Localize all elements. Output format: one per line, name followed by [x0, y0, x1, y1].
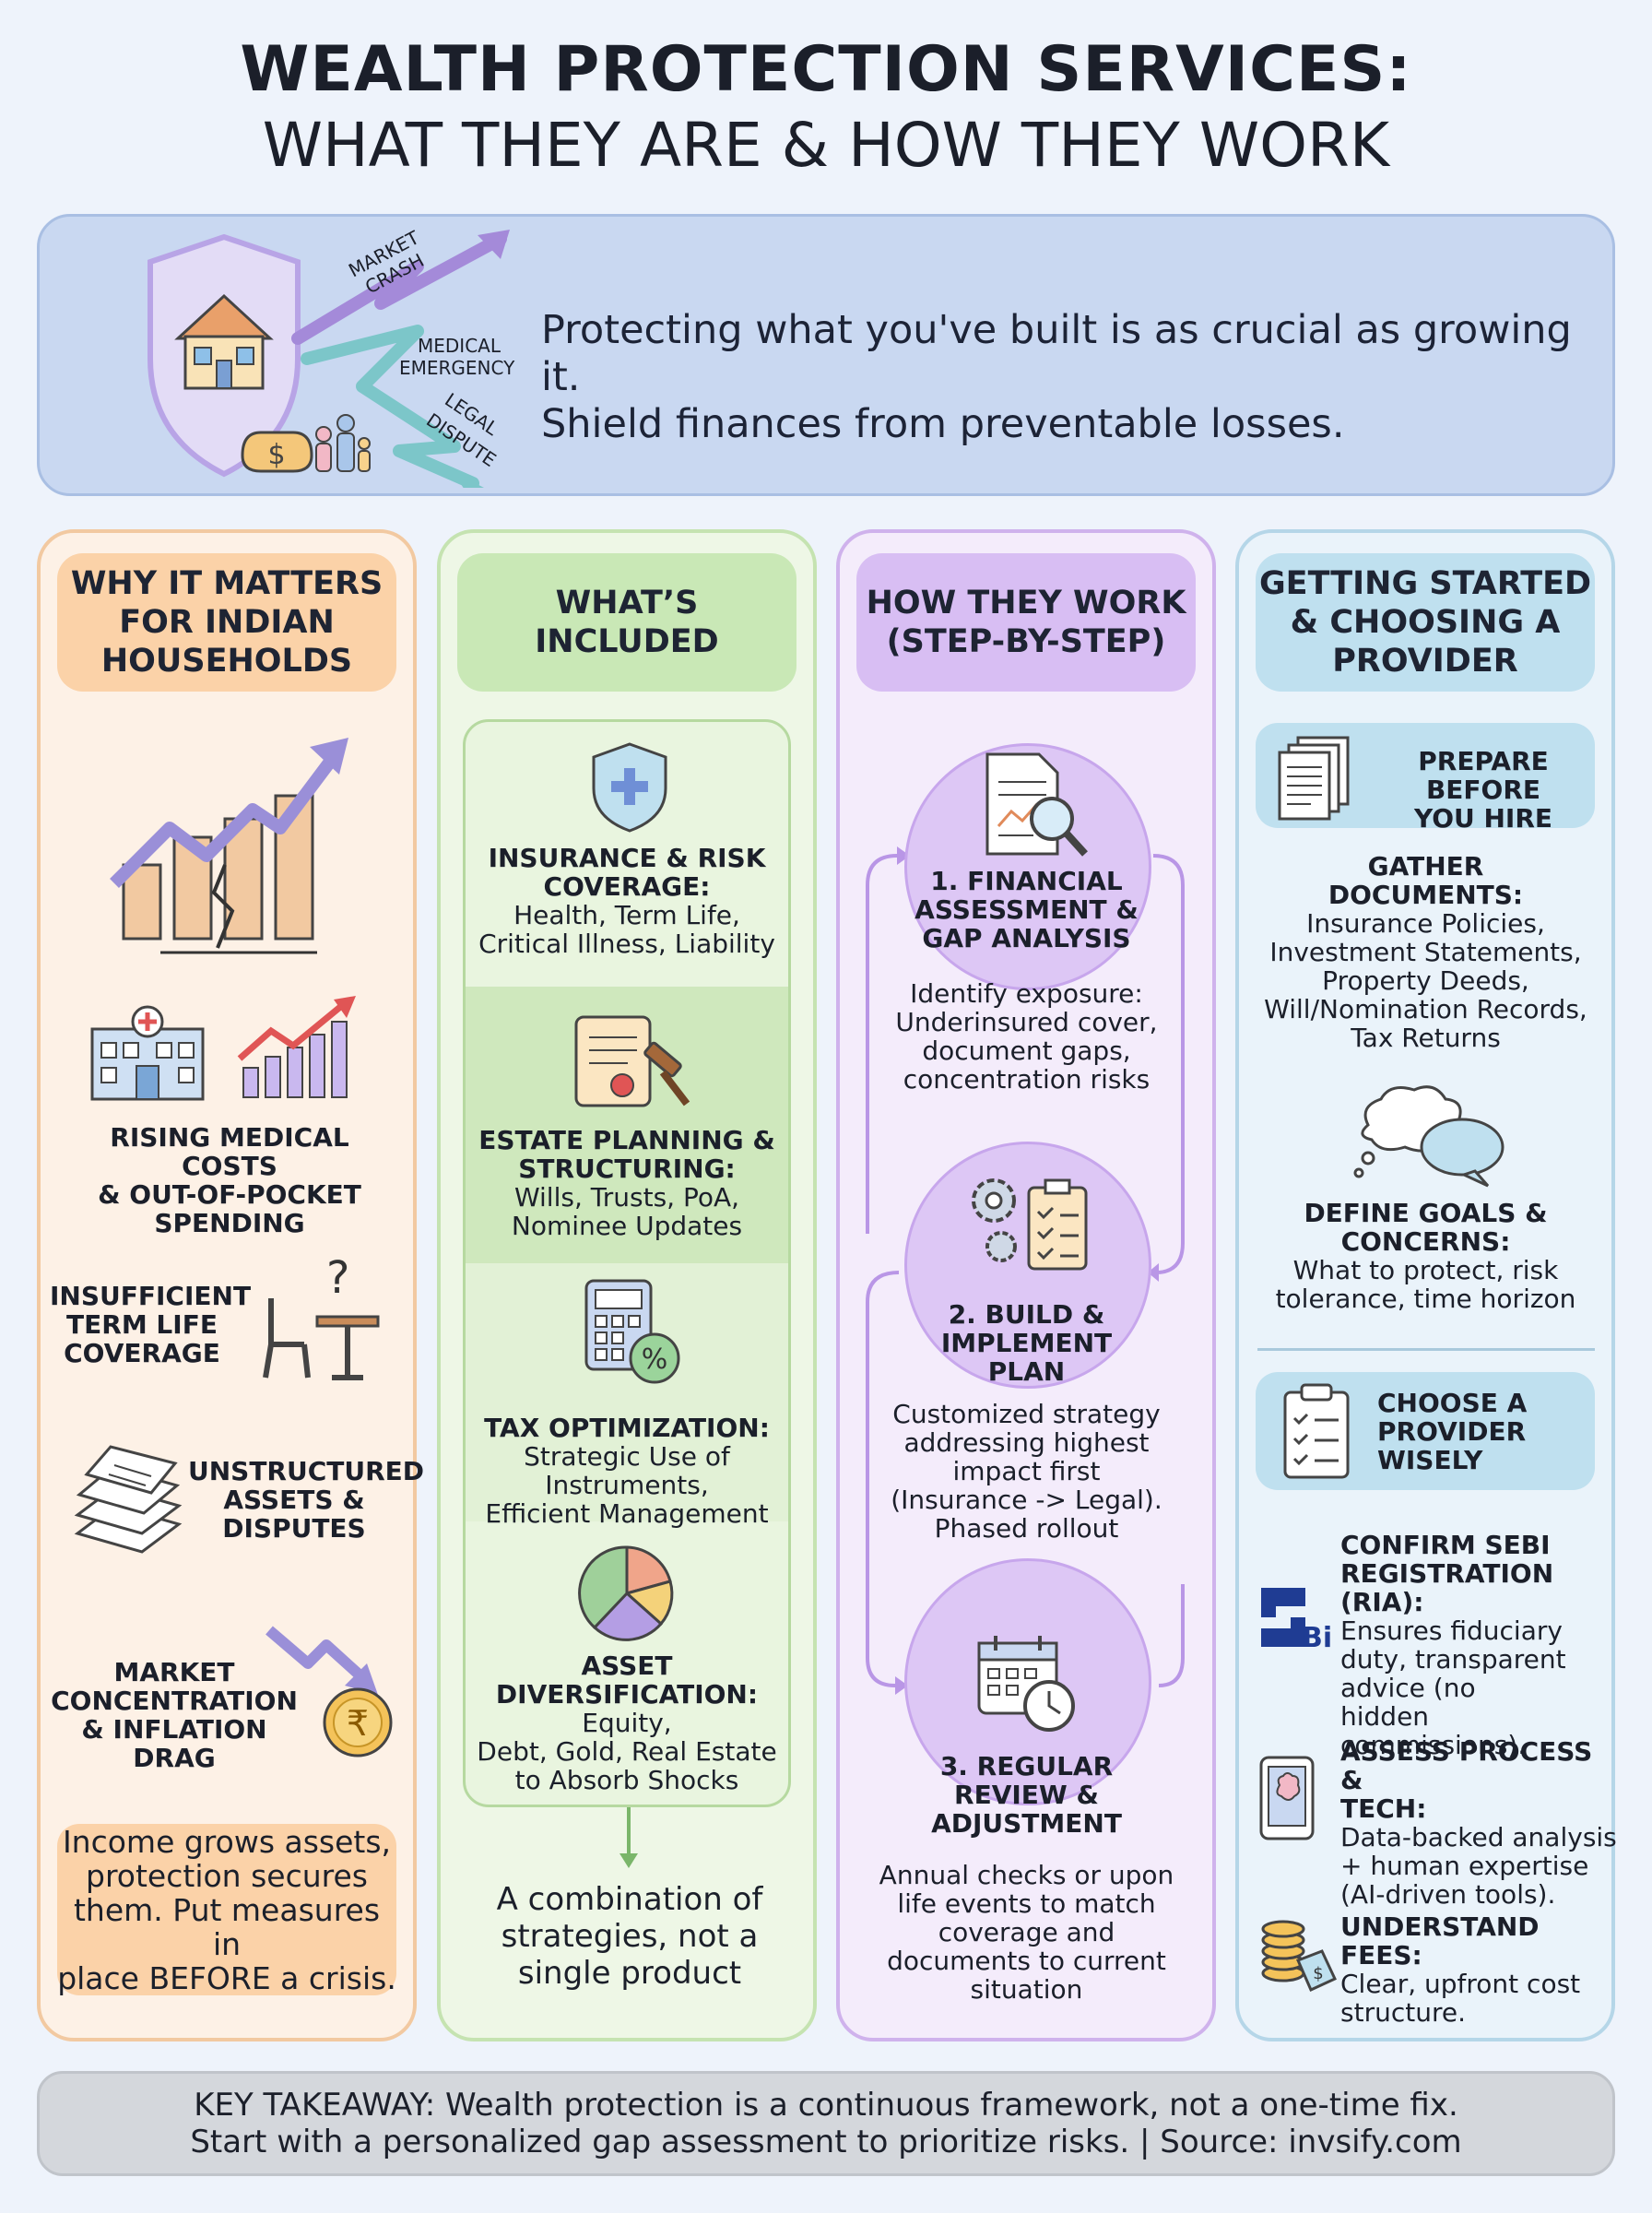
- callout-income-protection: Income grows assets, protection secures …: [57, 1823, 396, 1996]
- cracked-growth-chart-icon: [110, 738, 348, 954]
- hero-text-line-2: Shield finances from preventable losses.: [541, 401, 1345, 447]
- hero-text: Protecting what you've built is as cruci…: [541, 307, 1612, 448]
- column-whats-included: WHAT’S INCLUDED INSURANCE & RISK COVERAG…: [437, 529, 817, 2041]
- shield-house-risk-illustration: $ MARKET CRASH MEDICAL EMERGENCY LEGAL D…: [148, 230, 515, 488]
- gears-checklist-icon: [972, 1178, 1088, 1271]
- hospital-icon: [90, 1005, 205, 1101]
- label-asset-diversification: ASSET DIVERSIFICATION: Equity, Debt, Gol…: [477, 1651, 777, 1795]
- footer-line-2: Start with a personalized gap assessment…: [190, 2124, 1462, 2160]
- arrow-down-icon: [620, 1807, 638, 1868]
- hero-banner: $ MARKET CRASH MEDICAL EMERGENCY LEGAL D…: [37, 214, 1615, 496]
- arrow-down-icon: [453, 471, 484, 488]
- family-icon: [315, 426, 332, 443]
- document-magnifier-icon: [985, 752, 1088, 857]
- title-line-2: WHAT THEY ARE & HOW THEY WORK: [262, 110, 1390, 181]
- coins-price-tag-icon: $: [1261, 1920, 1337, 1993]
- svg-text:₹: ₹: [347, 1703, 369, 1744]
- tablet-brain-icon: [1259, 1756, 1315, 1840]
- label-gather-documents: GATHER DOCUMENTS: Insurance Policies, In…: [1264, 851, 1587, 1053]
- cycle-arrows: [866, 846, 1185, 1695]
- step-2-title: 2. BUILD & IMPLEMENT PLAN: [940, 1299, 1113, 1387]
- label-insurance-risk-coverage: INSURANCE & RISK COVERAGE: Health, Term …: [478, 843, 775, 959]
- pie-chart-icon: [578, 1545, 674, 1641]
- svg-text:?: ?: [326, 1252, 349, 1304]
- label-emergency: EMERGENCY: [399, 357, 515, 379]
- label-insufficient-term-life: INSUFFICIENT TERM LIFE COVERAGE: [50, 1281, 252, 1368]
- column-why-it-matters: WHY IT MATTERS FOR INDIAN HOUSEHOLDS: [37, 529, 425, 2041]
- column-header: WHY IT MATTERS FOR INDIAN HOUSEHOLDS: [57, 553, 396, 692]
- label-rising-medical-costs: RISING MEDICAL COSTS & OUT-OF-POCKET SPE…: [98, 1122, 361, 1238]
- label-medical: MEDICAL: [418, 335, 502, 357]
- label-combination-summary: A combination of strategies, not a singl…: [496, 1881, 763, 1992]
- money-bag-icon: [241, 431, 313, 473]
- hero-text-line-1: Protecting what you've built is as cruci…: [541, 307, 1572, 400]
- scroll-gavel-icon: [574, 1015, 690, 1107]
- column-how-they-work: HOW THEY WORK (STEP-BY-STEP) 1. FINANCIA…: [836, 529, 1216, 2041]
- step-1-body: Identify exposure: Underinsured cover, d…: [895, 978, 1158, 1095]
- footer-line-1: KEY TAKEAWAY: Wealth protection is a con…: [194, 2087, 1458, 2124]
- svg-text:$: $: [267, 439, 285, 471]
- puzzle-container: INSURANCE & RISK COVERAGE: Health, Term …: [463, 719, 791, 1807]
- paper-stack-icon: [74, 1445, 183, 1554]
- svg-text:$: $: [1313, 1964, 1323, 1983]
- label-choose-provider-wisely: CHOOSE A PROVIDER WISELY: [1377, 1388, 1528, 1475]
- column-header: HOW THEY WORK (STEP-BY-STEP): [856, 553, 1196, 692]
- svg-text:%: %: [642, 1343, 668, 1376]
- column-header: WHAT’S INCLUDED: [457, 553, 796, 692]
- speech-bubbles-icon: [1353, 1085, 1504, 1188]
- arrow-up-icon: [478, 230, 510, 259]
- documents-icon: [1278, 736, 1350, 821]
- empty-chair-table-icon: ?: [263, 1252, 380, 1380]
- clipboard-checklist-icon: [1283, 1383, 1350, 1479]
- label-market-concentration: MARKET CONCENTRATION & INFLATION DRAG: [51, 1657, 298, 1773]
- label-unstructured-assets: UNSTRUCTURED ASSETS & DISPUTES: [188, 1456, 425, 1544]
- page-title: WEALTH PROTECTION SERVICES: WHAT THEY AR…: [0, 33, 1652, 184]
- column-header: GETTING STARTED & CHOOSING A PROVIDER: [1256, 553, 1595, 692]
- step-1-title: 1. FINANCIAL ASSESSMENT & GAP ANALYSIS: [914, 866, 1139, 953]
- step-3-title: 3. REGULAR REVIEW & ADJUSTMENT: [931, 1751, 1122, 1839]
- step-2-body: Customized strategy addressing highest i…: [891, 1399, 1162, 1544]
- label-estate-planning: ESTATE PLANNING & STRUCTURING: Wills, Tr…: [478, 1125, 775, 1241]
- label-assess-process: ASSESS PROCESS & TECH: Data-backed analy…: [1340, 1736, 1617, 1910]
- shield-cross-icon: [592, 742, 667, 833]
- key-takeaway-footer: KEY TAKEAWAY: Wealth protection is a con…: [37, 2071, 1615, 2176]
- title-line-1: WEALTH PROTECTION SERVICES:: [240, 33, 1412, 106]
- calculator-percent-icon: %: [584, 1279, 680, 1384]
- calendar-clock-icon: [977, 1636, 1075, 1732]
- label-confirm-sebi: CONFIRM SEBI REGISTRATION (RIA): Ensures…: [1340, 1530, 1566, 1760]
- sebi-logo: Bi: [1254, 1580, 1332, 1654]
- label-understand-fees: UNDERSTAND FEES: Clear, upfront cost str…: [1340, 1911, 1581, 2028]
- label-tax-optimization: TAX OPTIMIZATION: Strategic Use of Instr…: [484, 1413, 770, 1529]
- column-getting-started: GETTING STARTED & CHOOSING A PROVIDER PR…: [1235, 529, 1617, 2041]
- label-prepare-before-hire: PREPARE BEFORE YOU HIRE: [1413, 746, 1553, 834]
- step-3-body: Annual checks or upon life events to mat…: [879, 1860, 1174, 2005]
- label-define-goals: DEFINE GOALS & CONCERNS: What to protect…: [1275, 1198, 1576, 1314]
- rising-costs-chart-icon: [237, 996, 356, 1098]
- falling-rupee-coin-icon: ₹: [266, 1626, 393, 1757]
- svg-text:Bi: Bi: [1302, 1622, 1332, 1654]
